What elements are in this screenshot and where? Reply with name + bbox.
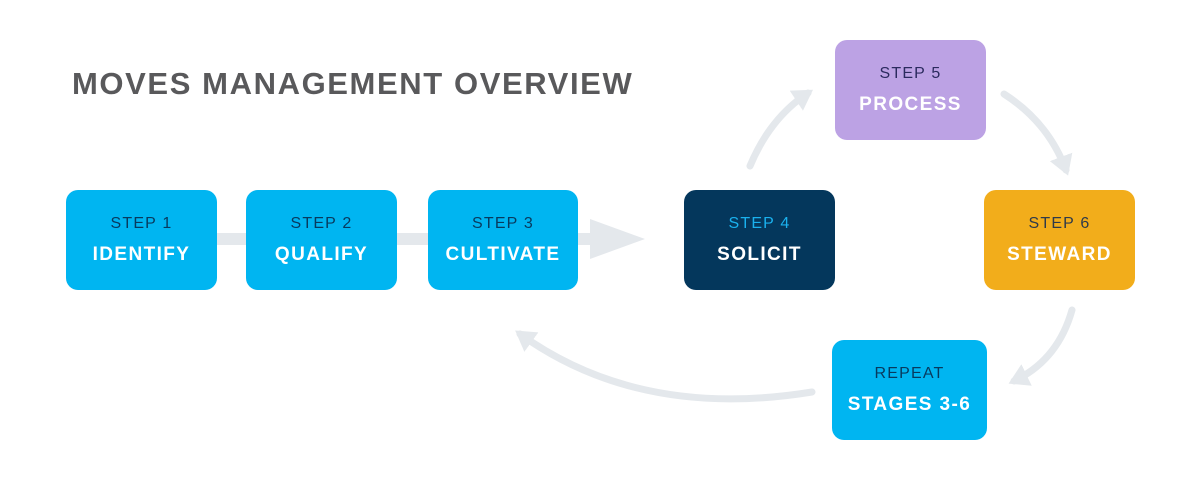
step-name: CULTIVATE [445, 243, 561, 265]
step-1-identify: STEP 1 IDENTIFY [66, 190, 217, 290]
step-number: STEP 4 [728, 214, 791, 232]
step-name: PROCESS [859, 93, 962, 115]
step-4-solicit: STEP 4 SOLICIT [684, 190, 835, 290]
step-number: STEP 5 [879, 64, 942, 82]
step-number: STEP 1 [110, 214, 173, 232]
step-number: STEP 6 [1028, 214, 1091, 232]
step-6-steward: STEP 6 STEWARD [984, 190, 1135, 290]
step-name: STEWARD [1007, 243, 1112, 265]
step-name: QUALIFY [274, 243, 369, 265]
step-number: STEP 2 [290, 214, 353, 232]
linear-flow-arrowhead [590, 219, 645, 259]
arrow-steward-to-repeat [1008, 306, 1076, 386]
repeat-label: REPEAT [874, 364, 945, 382]
step-3-cultivate: STEP 3 CULTIVATE [428, 190, 578, 290]
repeat-name: STAGES 3-6 [847, 393, 972, 415]
step-2-qualify: STEP 2 QUALIFY [246, 190, 397, 290]
page-title: MOVES MANAGEMENT OVERVIEW [72, 66, 634, 101]
arrow-solicit-to-process [746, 89, 814, 170]
arrow-process-to-steward [1000, 90, 1073, 176]
step-5-process: STEP 5 PROCESS [835, 40, 986, 140]
step-name: SOLICIT [717, 243, 802, 265]
step-number: STEP 3 [471, 214, 535, 232]
arrow-repeat-to-cultivate [515, 330, 816, 403]
step-name: IDENTIFY [92, 243, 191, 265]
repeat-stages-3-6: REPEAT STAGES 3-6 [832, 340, 987, 440]
